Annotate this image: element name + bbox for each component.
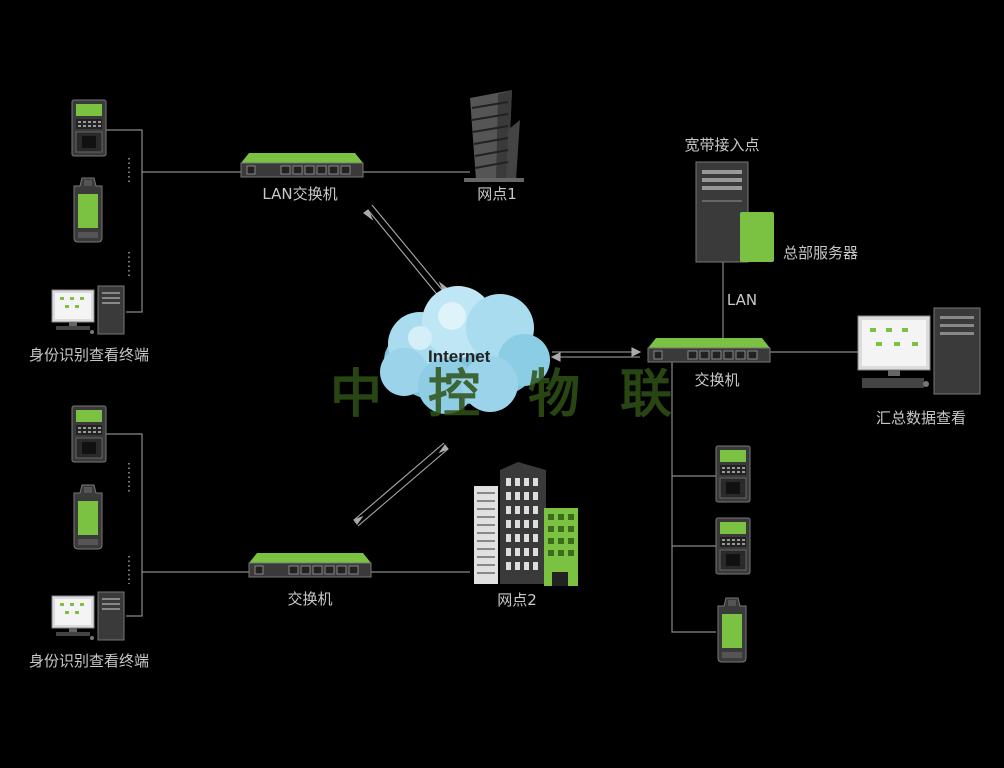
access-terminal-icon <box>715 517 751 575</box>
connection-lines <box>106 129 858 633</box>
network-switch-icon <box>248 552 372 578</box>
desktop-computer-icon <box>51 591 125 641</box>
tower-building-icon <box>464 90 524 182</box>
desktop-computer-icon <box>857 307 981 395</box>
summary-view-label: 汇总数据查看 <box>875 409 967 427</box>
watermark-char: 控 <box>428 365 481 425</box>
watermark-char: 物 <box>528 365 581 425</box>
terminal-label: 身份识别查看终端 <box>28 346 150 364</box>
access-terminal-icon <box>715 445 751 503</box>
site1-label: 网点1 <box>477 185 517 203</box>
terminal-label: 身份识别查看终端 <box>28 652 150 670</box>
cloud-icon <box>380 286 550 414</box>
internet-label: Internet <box>428 347 491 366</box>
switch-bottom-label: 交换机 <box>287 590 333 608</box>
access-terminal-icon <box>71 99 107 157</box>
access-terminal-icon <box>71 405 107 463</box>
office-building-icon <box>474 462 578 586</box>
lan-switch-label: LAN交换机 <box>262 185 338 203</box>
site2-label: 网点2 <box>497 591 537 609</box>
handheld-device-icon <box>73 177 103 243</box>
watermark-char: 中 <box>330 365 383 425</box>
lan-switch-icon <box>240 152 364 178</box>
desktop-computer-icon <box>51 285 125 335</box>
hq-server-label: 总部服务器 <box>783 244 859 262</box>
lan-label: LAN <box>726 291 758 309</box>
data-flow-arrows <box>353 204 642 527</box>
handheld-device-icon <box>73 484 103 550</box>
access-point-label: 宽带接入点 <box>684 136 760 154</box>
watermark-char: 联 <box>620 365 673 425</box>
server-icon <box>695 161 774 263</box>
switch-right-label: 交换机 <box>694 371 740 389</box>
handheld-device-icon <box>717 597 747 663</box>
